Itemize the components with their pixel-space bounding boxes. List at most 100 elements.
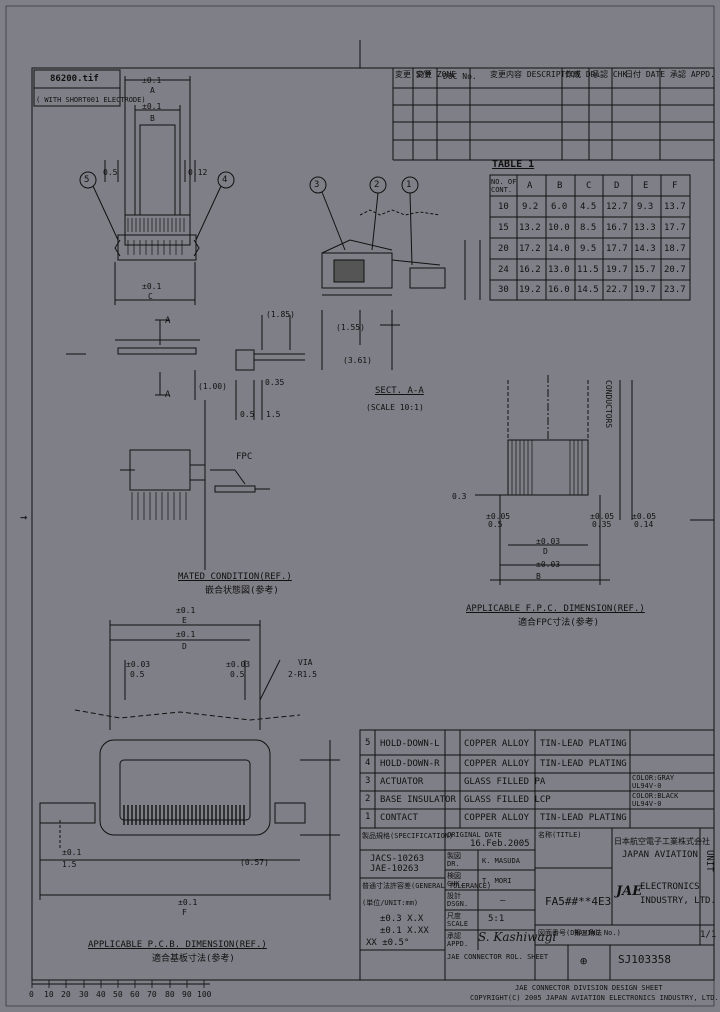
rev-header-zone: 変更 ZONE <box>416 70 457 79</box>
parts-no: 1 <box>365 812 371 822</box>
rev-header-dr: 作成 DR. <box>565 70 601 79</box>
parts-desc: HOLD-DOWN-L <box>380 739 440 749</box>
dim-label: 0.5 <box>488 520 503 529</box>
table1-cell: 13.3 <box>634 223 656 233</box>
conn-label: JAE CONNECTOR ROL. SHEET <box>447 953 549 961</box>
table1-cell: 13.7 <box>664 202 686 212</box>
tol-3: XX ±0.5° <box>366 938 410 948</box>
table1-cell: 23.7 <box>664 285 686 295</box>
dim-label: ±0.03 <box>226 660 251 669</box>
rev-header-desc: 変更内容 DESCRIPTION <box>490 70 580 79</box>
ref-sub: ( WITH SHORT001 ELECTRODE) <box>36 96 146 104</box>
table1-cell: 14.0 <box>548 244 570 254</box>
chk-label: 検図 CHK. <box>447 872 464 888</box>
parts-no: 5 <box>365 738 371 748</box>
table1-cell: 18.7 <box>664 244 686 254</box>
table1-cell: 8.5 <box>580 223 597 233</box>
table1-cell: 30 <box>498 285 509 295</box>
dim-label: A <box>150 86 155 95</box>
dr-label: 製図 DR. <box>447 852 461 868</box>
mated-condition-title: MATED CONDITION(REF.) <box>178 572 292 582</box>
table1-cell: 20 <box>498 244 509 254</box>
dim-label: ±0.05 <box>486 512 511 521</box>
rev-header-doc: DOC No. <box>443 72 477 81</box>
table1-cell: 19.7 <box>606 265 628 275</box>
fpc-dims-title: APPLICABLE F.P.C. DIMENSION(REF.) <box>466 604 645 614</box>
ref-label: 86200.tif <box>50 74 99 84</box>
dim-label: 1.5 <box>266 410 281 419</box>
table1-cell: 10.0 <box>548 223 570 233</box>
table1-cell: 12.7 <box>606 202 628 212</box>
fpc-dims-jp: 適合FPC寸法(参考) <box>518 618 600 628</box>
table1-cell: 14.5 <box>577 285 599 295</box>
callout-2: 2 <box>374 180 380 190</box>
scale-label: 尺度 SCALE <box>447 912 469 928</box>
fpc-label: FPC <box>236 452 253 462</box>
parts-material: GLASS FILLED PA <box>464 777 546 787</box>
table1-title: TABLE 1 <box>492 159 535 170</box>
dim-label: 0.5 <box>230 670 245 679</box>
ruler-label: 20 <box>61 990 71 999</box>
drawing-number: SJ103358 <box>618 953 671 966</box>
scale-value: 5:1 <box>488 914 505 924</box>
table1-cell: 16.2 <box>519 265 541 275</box>
ruler-label: 0 <box>29 990 34 999</box>
table1-cell: 11.5 <box>577 265 599 275</box>
callout-1: 1 <box>406 180 412 190</box>
dim-label: 0.3 <box>452 492 467 501</box>
parts-desc: HOLD-DOWN-R <box>380 759 440 769</box>
spec-label: 製品規格(SPECIFICATION) <box>362 832 454 840</box>
company-en-1: JAPAN AVIATION <box>622 850 698 860</box>
dim-label: D <box>182 642 187 651</box>
table1-cell: 15.7 <box>634 265 656 275</box>
dim-label: ±0.05 <box>632 512 657 521</box>
section-mark-top: A <box>165 316 171 326</box>
dim-label: ±0.1 <box>178 898 198 907</box>
rev-header-appd: 承認 APPD. <box>670 70 715 79</box>
parts-no: 3 <box>365 776 371 786</box>
spec-2: JAE-10263 <box>370 864 419 874</box>
table1-header-b: B <box>557 181 563 191</box>
table1-header-f: F <box>672 181 678 191</box>
dim-label: ±0.1 <box>176 630 196 639</box>
table1-cell: 16.7 <box>606 223 628 233</box>
dim-label: ±0.03 <box>126 660 151 669</box>
parts-material: COPPER ALLOY <box>464 739 530 749</box>
parts-desc: BASE INSULATOR <box>380 795 456 805</box>
projection-label: 第三角法 <box>574 929 602 937</box>
sheet-number: 1/1 <box>700 930 717 940</box>
rev-header-chk: 承認 CHK. <box>592 70 633 79</box>
dim-label: 0.5 <box>103 168 118 177</box>
callout-4: 4 <box>222 175 228 185</box>
table1-cell: 24 <box>498 265 509 275</box>
tol-1: ±0.3 X.X <box>380 914 424 924</box>
dim-label: B <box>150 114 155 123</box>
mated-condition-jp: 嵌合状態図(参考) <box>205 586 279 596</box>
parts-material: COPPER ALLOY <box>464 759 530 769</box>
callout-3: 3 <box>314 180 320 190</box>
footer-line-1: JAE CONNECTOR DIVISION DESIGN SHEET <box>515 984 663 992</box>
table1-cell: 9.3 <box>637 202 654 212</box>
tol-unit: (単位/UNIT:mm) <box>362 899 419 907</box>
table1-cell: 15 <box>498 223 509 233</box>
dim-label: (1.55) <box>336 323 365 332</box>
table1-cell: 13.2 <box>519 223 541 233</box>
dim-label: B <box>536 572 541 581</box>
design-label: 設計 DSGN. <box>447 892 469 908</box>
dim-label: 0.35 <box>265 378 285 387</box>
table1-cell: 9.2 <box>522 202 539 212</box>
table1-cell: 17.7 <box>606 244 628 254</box>
table1-cell: 14.3 <box>634 244 656 254</box>
pcb-dims-jp: 適合基板寸法(参考) <box>152 954 235 964</box>
ruler-label: 10 <box>44 990 54 999</box>
dim-label: 0.5 <box>240 410 255 419</box>
parts-finish: TIN-LEAD PLATING <box>540 759 627 769</box>
table1-cell: 13.0 <box>548 265 570 275</box>
table1-cell: 19.7 <box>634 285 656 295</box>
parts-desc: ACTUATOR <box>380 777 424 787</box>
dim-label: D <box>543 547 548 556</box>
table1-cell: 22.7 <box>606 285 628 295</box>
tol-label: 普通寸法許容差(GENERAL TOLERANCE) <box>362 882 492 890</box>
appd-signature: S. Kashiwagi <box>478 930 557 944</box>
